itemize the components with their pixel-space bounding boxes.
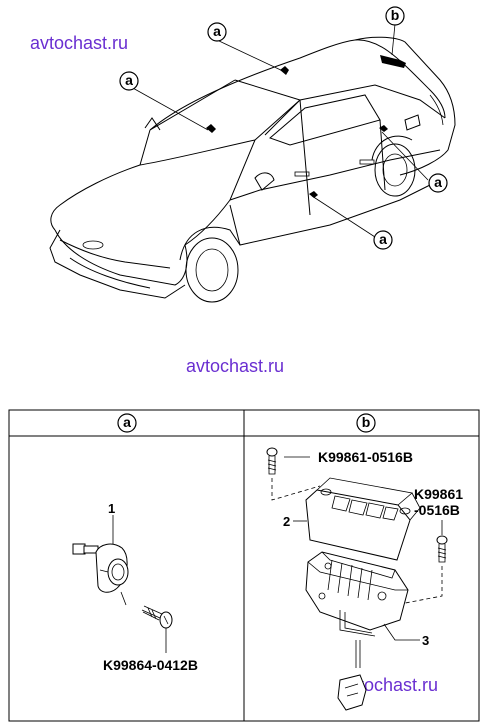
watermark-top: avtochast.ru bbox=[30, 33, 128, 53]
license-lamp-mark bbox=[380, 55, 406, 68]
leader-item-3 bbox=[383, 623, 420, 641]
svg-text:b: b bbox=[391, 7, 400, 23]
callout-a-roof: a bbox=[207, 22, 227, 42]
part-code-a-screw: K99864-0412B bbox=[103, 657, 198, 673]
callout-a-front: a bbox=[119, 71, 139, 91]
table-header-b: b bbox=[356, 413, 376, 433]
item-number-1: 1 bbox=[108, 501, 115, 516]
svg-text:b: b bbox=[362, 414, 371, 430]
part-code-b-screw-top: K99861-0516B bbox=[318, 449, 413, 465]
lamp-mark-front-door bbox=[309, 191, 318, 198]
svg-text:a: a bbox=[123, 414, 131, 430]
svg-text:a: a bbox=[379, 231, 387, 247]
item-number-3: 3 bbox=[422, 633, 429, 648]
lamp-unit-part bbox=[305, 551, 409, 711]
car-illustration bbox=[49, 36, 456, 303]
watermark-middle: avtochast.ru bbox=[186, 356, 284, 376]
lamp-mark-rear-door bbox=[379, 125, 388, 132]
svg-text:a: a bbox=[434, 174, 442, 190]
callout-b-trunk: b bbox=[385, 6, 405, 26]
parts-table bbox=[8, 409, 480, 722]
lamp-housing-part bbox=[305, 477, 421, 561]
door-switch-part bbox=[72, 515, 129, 606]
lamp-mark-front bbox=[206, 124, 216, 133]
svg-text:a: a bbox=[213, 23, 221, 39]
svg-text:a: a bbox=[125, 72, 133, 88]
part-code-b-screw-right-2: -0516B bbox=[414, 502, 460, 518]
part-code-b-screw-right-1: K99861 bbox=[414, 486, 463, 502]
callout-a-front-door: a bbox=[373, 230, 393, 250]
lamp-mark-roof bbox=[280, 66, 289, 75]
screw-a bbox=[141, 605, 173, 653]
screw-b-right bbox=[399, 520, 448, 605]
top-leader-lines bbox=[130, 23, 429, 238]
table-header-a: a bbox=[117, 413, 137, 433]
item-number-2: 2 bbox=[283, 514, 290, 529]
callout-a-rear-door: a bbox=[428, 173, 448, 193]
screw-b-top bbox=[266, 447, 321, 501]
